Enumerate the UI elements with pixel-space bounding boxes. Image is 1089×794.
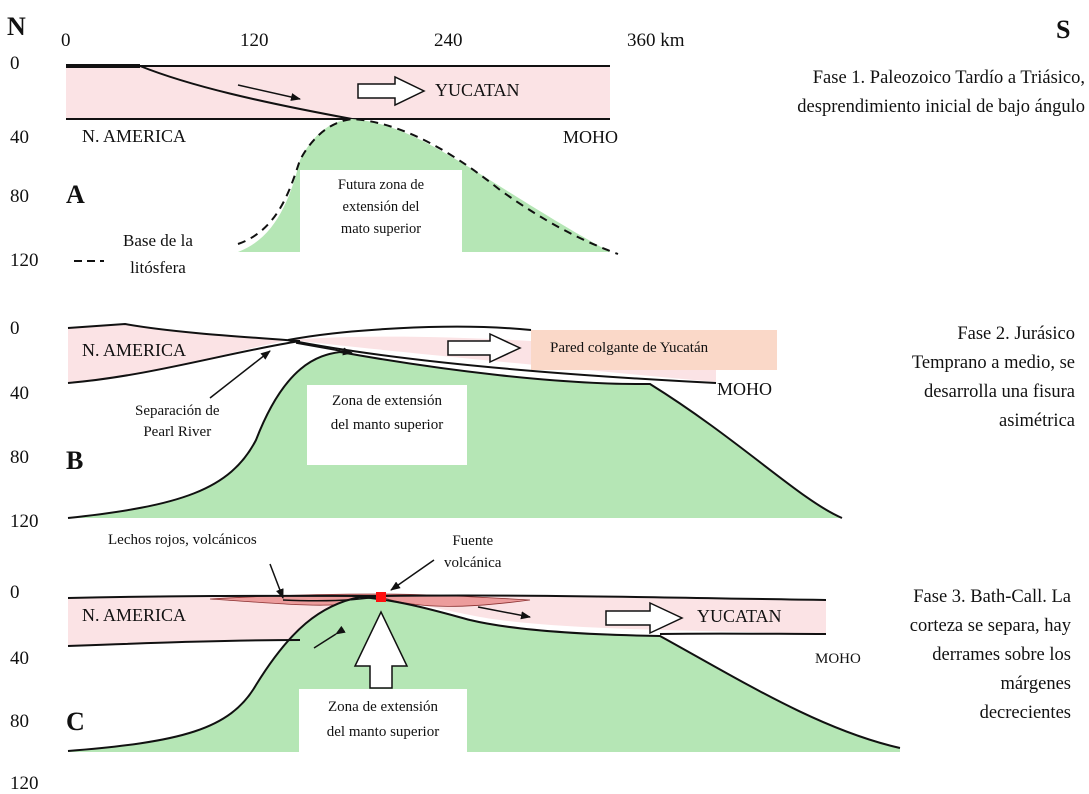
panel-b-depth-40: 40 bbox=[10, 383, 29, 404]
panel-c-depth-120: 120 bbox=[10, 773, 39, 794]
panel-a-depth-80: 80 bbox=[10, 186, 29, 207]
panel-c-crust-base-left bbox=[67, 639, 301, 647]
panel-a-movement-arrow bbox=[357, 75, 426, 107]
panel-a-mantle-label: Futura zona de extensión del mato superi… bbox=[300, 170, 462, 256]
panel-a-legend-label: Base de la litósfera bbox=[123, 231, 193, 277]
panel-c-depth-0: 0 bbox=[10, 582, 20, 603]
panel-b-mantle-label: Zona de extensión del manto superior bbox=[307, 385, 467, 465]
panel-b-north-america: N. AMERICA bbox=[82, 340, 187, 360]
panel-a-letter: A bbox=[66, 180, 85, 209]
panel-b-separation-label: Separación de Pearl River bbox=[135, 403, 220, 440]
panel-c-red-beds-pointer bbox=[269, 563, 284, 599]
panel-b-depth-120: 120 bbox=[10, 511, 39, 532]
panel-a-detachment-fault bbox=[139, 65, 353, 120]
panel-a-north-america: N. AMERICA bbox=[82, 126, 187, 146]
panel-c-depth-40: 40 bbox=[10, 648, 29, 669]
panel-b-moho: MOHO bbox=[717, 379, 773, 399]
distance-tick-360: 360 km bbox=[627, 30, 685, 51]
panel-c-mantle-label: Zona de extensión del manto superior bbox=[299, 689, 467, 757]
panel-c-volcanic-source-label: Fuente volcánica bbox=[444, 533, 502, 571]
panel-b-crust-base-left bbox=[67, 340, 301, 384]
panel-a-caption: Fase 1. Paleozoico Tardío a Triásico, de… bbox=[797, 68, 1085, 117]
panel-a-depth-0: 0 bbox=[10, 53, 20, 74]
panel-c-volcanic-pointer bbox=[390, 559, 435, 591]
panel-c-movement-arrow bbox=[605, 601, 684, 635]
panel-c-graphic bbox=[67, 559, 901, 752]
panel-b-fault bbox=[287, 339, 717, 384]
panel-a-yucatan: YUCATAN bbox=[435, 80, 520, 100]
panel-b-caption: Fase 2. Jurásico Temprano a medio, se de… bbox=[911, 324, 1075, 431]
panel-b-depth-0: 0 bbox=[10, 318, 20, 339]
panel-b-letter: B bbox=[66, 446, 84, 475]
distance-tick-0: 0 bbox=[61, 30, 71, 51]
panel-c-volcanic-source bbox=[376, 592, 386, 602]
panel-b-separation-pointer bbox=[209, 350, 271, 399]
panel-c-slip-arrow-right bbox=[477, 606, 531, 620]
panel-c-yucatan: YUCATAN bbox=[697, 606, 782, 626]
panel-a-lithosphere-base bbox=[237, 117, 619, 255]
panel-c-crust-top bbox=[67, 594, 827, 601]
panel-c-mantle bbox=[68, 597, 900, 752]
panel-a-depth-40: 40 bbox=[10, 127, 29, 148]
panel-b-mantle-outline bbox=[67, 350, 843, 519]
panel-c-letter: C bbox=[66, 707, 85, 736]
distance-tick-120: 120 bbox=[240, 30, 269, 51]
panel-c-moho: MOHO bbox=[815, 651, 861, 667]
panel-b-slip-arrow bbox=[295, 342, 353, 356]
panel-b-hanging-wall bbox=[531, 330, 777, 370]
panel-c-red-beds-label: Lechos rojos, volcánicos bbox=[108, 532, 257, 548]
panel-b-crust-top-right bbox=[287, 325, 532, 341]
panel-a-depth-120: 120 bbox=[10, 250, 39, 271]
distance-tick-240: 240 bbox=[434, 30, 463, 51]
panel-c-slip-arrow-left bbox=[313, 625, 346, 649]
panel-c-crust-right bbox=[381, 595, 826, 634]
panel-c-caption: Fase 3. Bath-Call. La corteza se separa,… bbox=[909, 587, 1071, 723]
panel-b-crust bbox=[68, 324, 716, 383]
panel-c-upwelling-arrow bbox=[353, 610, 409, 689]
panel-a-crust bbox=[66, 66, 610, 119]
panel-c-depth-80: 80 bbox=[10, 711, 29, 732]
panel-b-crust-top bbox=[67, 322, 301, 342]
panel-c-mantle-outline bbox=[67, 595, 901, 752]
panel-b-depth-80: 80 bbox=[10, 447, 29, 468]
panel-c-north-america: N. AMERICA bbox=[82, 605, 187, 625]
panel-b-movement-arrow bbox=[447, 332, 522, 364]
panel-b-hanging-wall-label: Pared colgante de Yucatán bbox=[550, 340, 709, 356]
south-label: S bbox=[1056, 15, 1071, 44]
north-label: N bbox=[7, 12, 26, 41]
panel-c-fault-left bbox=[282, 595, 382, 602]
panel-a-moho: MOHO bbox=[563, 127, 619, 147]
panel-a-slip-arrow bbox=[237, 84, 301, 101]
